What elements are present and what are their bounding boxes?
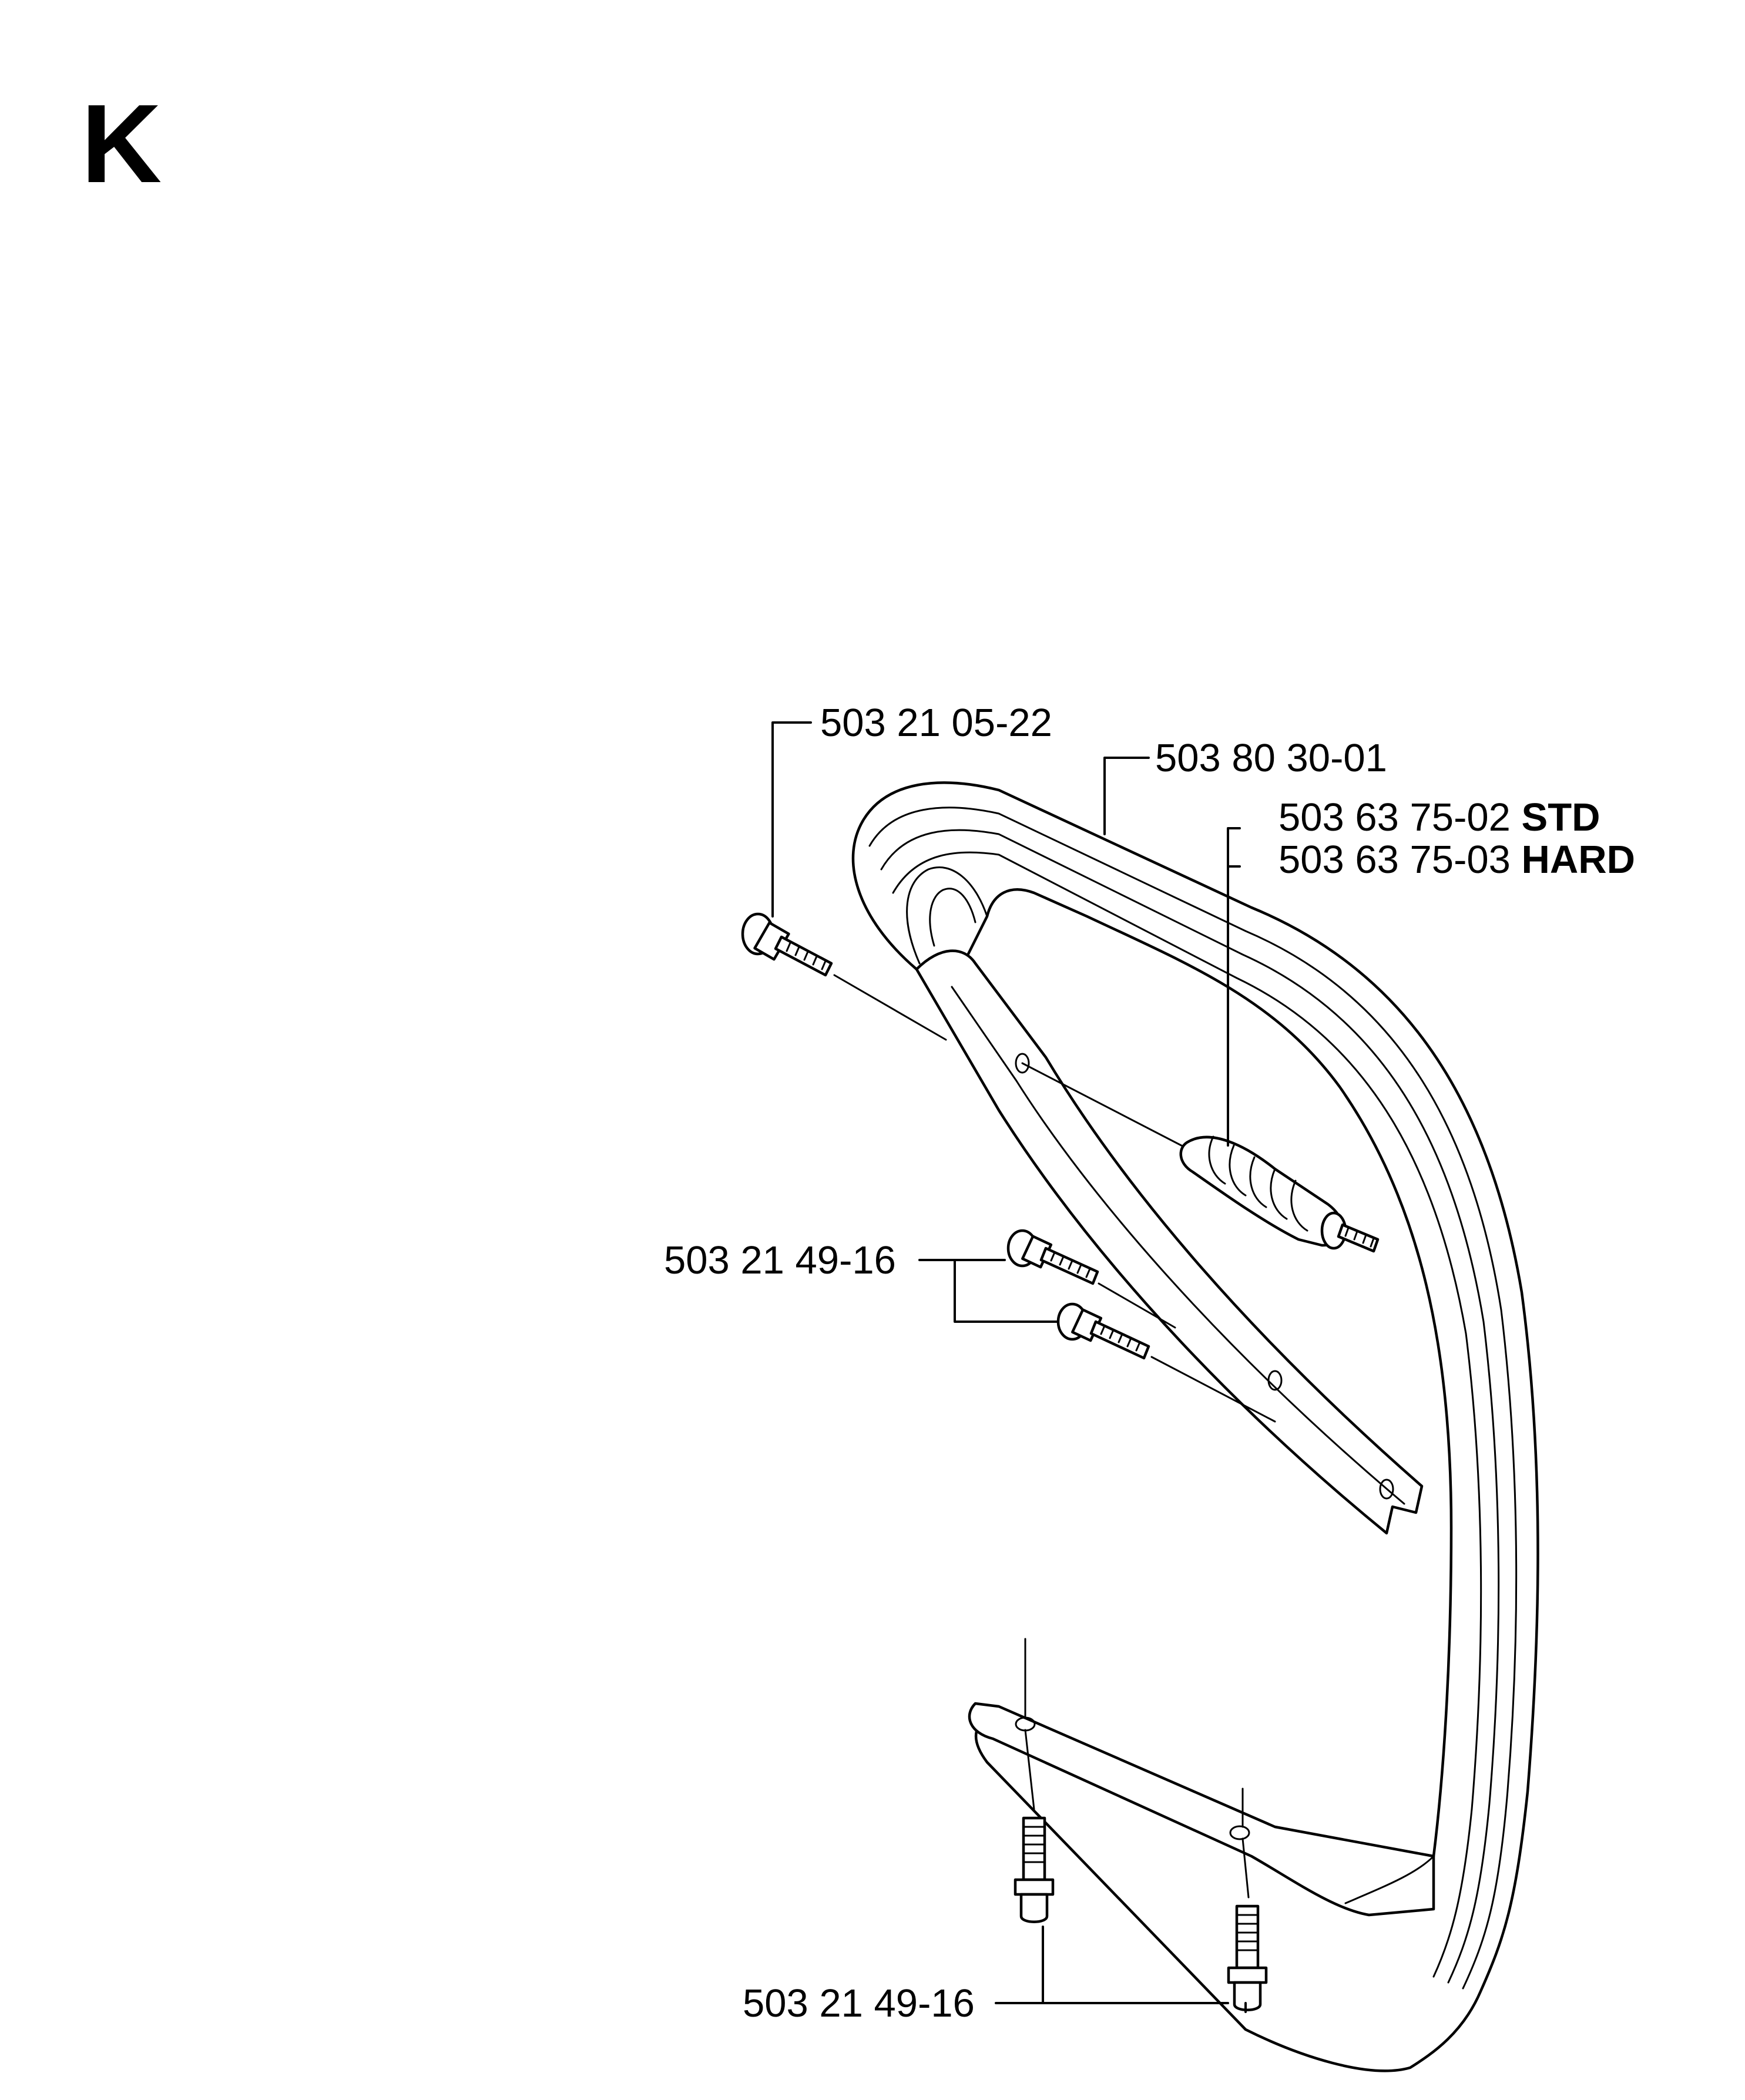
av-std-part-no: 503 63 75-02: [1278, 795, 1511, 839]
label-av-element-hard: 503 63 75-03 HARD: [1278, 838, 1635, 882]
label-side-screws: 503 21 49-16: [664, 1238, 896, 1282]
label-bottom-screws: 503 21 49-16: [743, 1981, 975, 2025]
front-handle-drawing: [851, 781, 1539, 2072]
label-front-screw: 503 21 05-22: [820, 701, 1052, 745]
label-handle: 503 80 30-01: [1155, 736, 1387, 780]
av-std-variant: STD: [1522, 795, 1600, 839]
side-screws-drawing: [1006, 1229, 1276, 1423]
handle-brace-drawing: [915, 949, 1424, 1535]
section-letter: K: [81, 82, 162, 206]
label-av-element-std: 503 63 75-02 STD: [1278, 795, 1600, 839]
av-element-drawing: [1021, 1062, 1380, 1253]
bottom-screws-drawing: [1014, 1638, 1268, 2011]
leader-lines: [771, 721, 1247, 2013]
av-hard-variant: HARD: [1522, 838, 1636, 882]
av-hard-part-no: 503 63 75-03: [1278, 838, 1511, 882]
front-screw-drawing: [741, 912, 947, 1041]
